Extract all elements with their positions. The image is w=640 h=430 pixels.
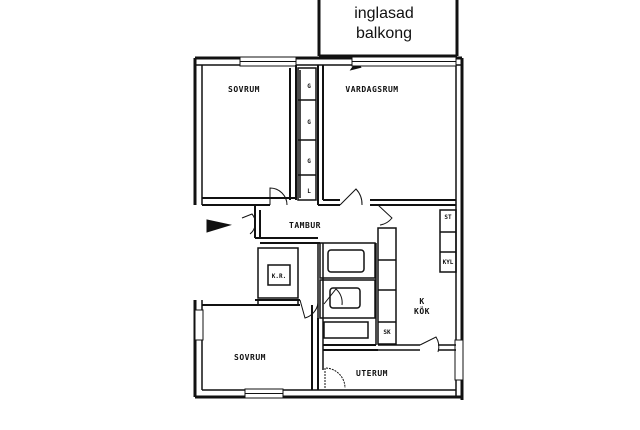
balcony-label-line2: balkong bbox=[356, 25, 412, 42]
wardrobe-marker-g1: G bbox=[307, 83, 311, 90]
room-label-hall: TAMBUR bbox=[289, 221, 321, 230]
room-label-living-room: VARDAGSRUM bbox=[345, 85, 398, 94]
bathroom bbox=[257, 247, 299, 306]
outer-walls bbox=[193, 56, 464, 400]
wardrobe-marker-l: L bbox=[307, 188, 311, 195]
kitchen-marker-sk: SK bbox=[383, 329, 391, 336]
kitchen-marker-kyl: KYL bbox=[443, 259, 454, 266]
storage-room bbox=[323, 344, 378, 351]
entrance-arrow bbox=[206, 219, 232, 233]
wardrobe-marker-g2: G bbox=[307, 119, 311, 126]
balcony bbox=[317, 0, 459, 58]
bedroom-bottom bbox=[311, 305, 319, 390]
room-label-kitchen: KÖK bbox=[414, 306, 430, 316]
balcony-label-line1: inglasad bbox=[354, 5, 414, 22]
room-label-bedroom-bottom: SOVRUM bbox=[234, 353, 266, 362]
kitchen-marker-st: ST bbox=[444, 214, 452, 221]
bath-marker-kr: K.R. bbox=[272, 273, 286, 280]
living-room bbox=[317, 65, 456, 206]
wardrobe-marker-g3: G bbox=[307, 158, 311, 165]
bedroom-top bbox=[202, 65, 297, 206]
kitchen bbox=[377, 209, 457, 351]
hall bbox=[202, 205, 320, 306]
room-label-storage-room: UTERUM bbox=[356, 369, 388, 378]
room-label-bedroom-top: SOVRUM bbox=[228, 85, 260, 94]
windows bbox=[194, 56, 464, 399]
room-label-kitchen-k: K bbox=[419, 297, 424, 306]
wardrobes bbox=[297, 67, 317, 201]
